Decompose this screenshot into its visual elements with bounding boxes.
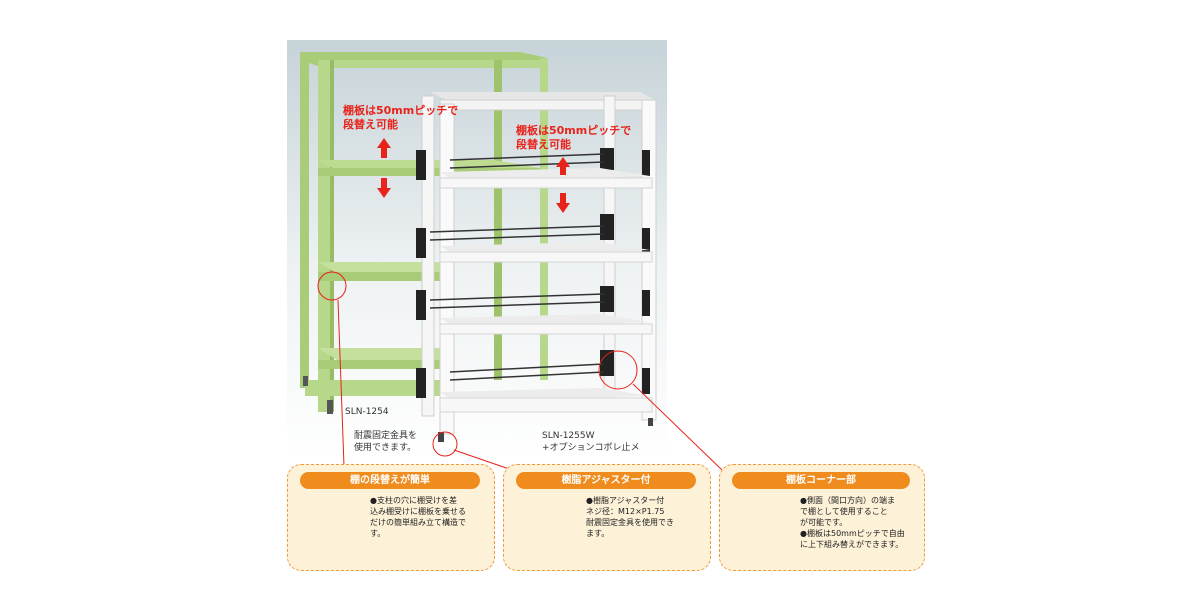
arrows (377, 138, 570, 213)
desc-line: す。 (370, 529, 386, 538)
panel-description: ●支柱の穴に棚受けを差 込み棚受けに棚板を乗せる だけの簡単組み立て構造で す。 (370, 495, 494, 539)
note-line: 耐震固定金具を (354, 431, 418, 441)
white-shelf (416, 92, 657, 442)
desc-line: ネジ径：M12×P1.75 (586, 507, 665, 516)
desc-line: ●支柱の穴に棚受けを差 (370, 496, 457, 505)
desc-line: 耐震固定金具を使用でき (586, 518, 674, 527)
note-line: 段替え可能 (516, 138, 571, 151)
model-right-sub: +オプションコボレ止メ (542, 443, 640, 453)
model-left-label: SLN-1254 (345, 407, 389, 417)
callout-circle-foot (432, 431, 458, 457)
callout-circle-left (317, 271, 347, 301)
panel-title: 樹脂アジャスター付 (516, 472, 696, 489)
desc-line: ●棚板は50mmピッチで自由 (800, 529, 905, 538)
note-line: 使用できます。 (354, 443, 417, 453)
desc-line: に上下組み替えができます。 (800, 540, 904, 549)
shelf-pitch-note-right: 棚板は50mmピッチで 段替え可能 (516, 124, 631, 152)
callout-circle-corner (598, 350, 638, 390)
fixture-note: 耐震固定金具を 使用できます。 (354, 430, 417, 454)
panel-description: ●側面（間口方向）の端ま で棚として使用すること が可能です。 ●棚板は50mm… (800, 495, 924, 550)
feature-panel-adjuster: 樹脂アジャスター付 ●樹脂アジャスター付 ネジ径：M12×P1.75 耐震固定金… (503, 464, 711, 571)
feature-panel-shelf-change: 棚の段替えが簡単 ●支柱の穴に棚受けを差 込み棚受けに棚板を乗せる だけの簡単組… (287, 464, 495, 571)
leader-lines (337, 299, 723, 471)
panel-title: 棚板コーナー部 (732, 472, 910, 489)
model-right-name: SLN-1255W (542, 431, 595, 441)
note-line: 棚板は50mmピッチで (343, 104, 459, 117)
shelf-pitch-note-left: 棚板は50mmピッチで 段替え可能 (343, 104, 458, 132)
desc-line: ●側面（間口方向）の端ま (800, 496, 895, 505)
feature-panel-corner: 棚板コーナー部 ●側面（間口方向）の端ま で棚として使用すること が可能です。 … (719, 464, 925, 571)
note-line: 棚板は50mmピッチで (516, 124, 632, 137)
desc-line: で棚として使用すること (800, 507, 888, 516)
model-right-label: SLN-1255W +オプションコボレ止メ (542, 430, 640, 454)
desc-line: だけの簡単組み立て構造で (370, 518, 466, 527)
panel-description: ●樹脂アジャスター付 ネジ径：M12×P1.75 耐震固定金具を使用でき ます。 (586, 495, 710, 539)
desc-line: ●樹脂アジャスター付 (586, 496, 665, 505)
desc-line: が可能です。 (800, 518, 848, 527)
note-line: 段替え可能 (343, 118, 398, 131)
desc-line: ます。 (586, 529, 610, 538)
desc-line: 込み棚受けに棚板を乗せる (370, 507, 466, 516)
panel-title: 棚の段替えが簡単 (300, 472, 480, 489)
